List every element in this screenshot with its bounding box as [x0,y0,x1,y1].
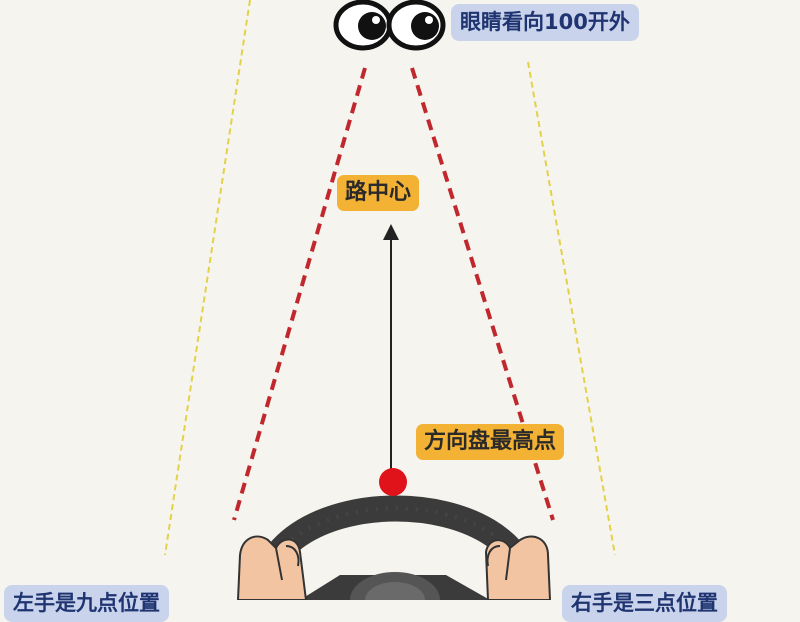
eyes-hint-label: 眼睛看向100开外 [451,4,639,41]
road-edge-left [164,0,251,556]
sightline-left [232,67,367,521]
right-hand-icon [484,535,552,600]
wheel-top-marker [379,468,407,496]
sightline-right [410,67,555,521]
eyes-icon [333,0,446,51]
left-hand-icon [236,535,308,600]
right-hand-label: 右手是三点位置 [562,585,727,622]
road-center-label: 路中心 [337,175,420,211]
driving-diagram [164,0,616,600]
road-edge-right [527,61,616,556]
wheel-top-label: 方向盘最高点 [416,424,565,460]
left-hand-label: 左手是九点位置 [4,585,169,622]
